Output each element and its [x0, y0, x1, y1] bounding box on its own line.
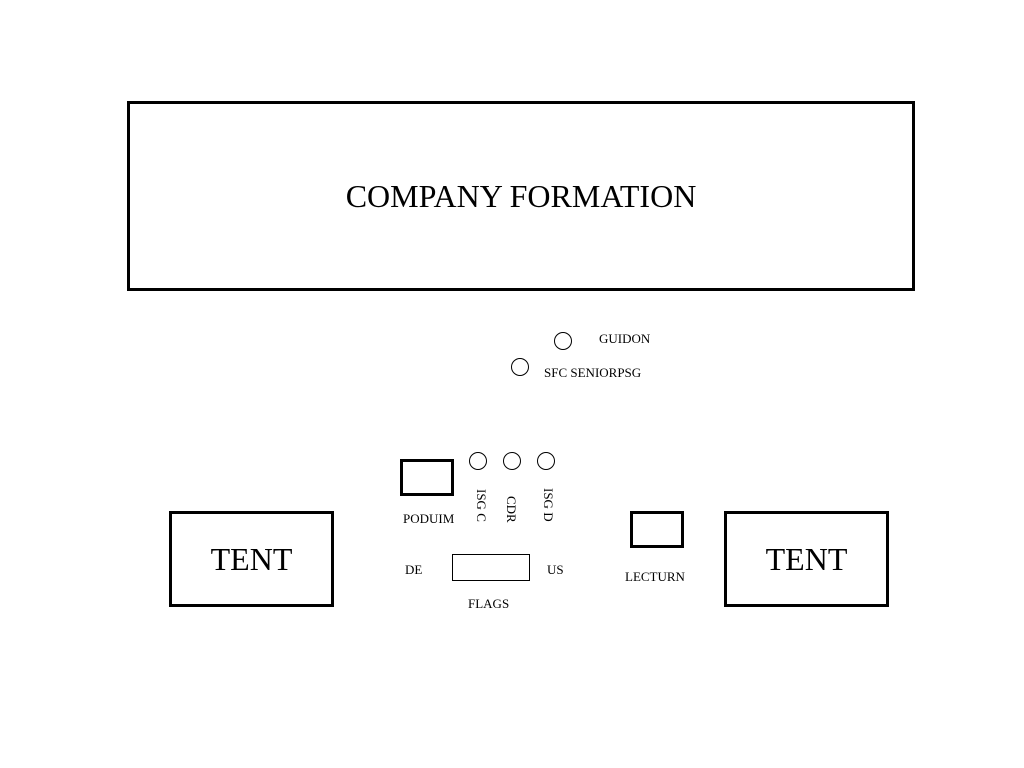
cdr-position — [503, 452, 521, 470]
guidon-label: GUIDON — [599, 331, 651, 346]
sfc-position — [511, 358, 529, 376]
company-formation-label: COMPANY FORMATION — [345, 178, 697, 214]
lecturn-box — [630, 511, 684, 548]
company-formation-box: COMPANY FORMATION — [127, 101, 915, 291]
cdr-label: CDR — [504, 496, 519, 523]
guidon-position — [554, 332, 572, 350]
isg-d-position — [537, 452, 555, 470]
lecturn-label: LECTURN — [625, 569, 685, 584]
podium-box — [400, 459, 454, 496]
tent-right-label: TENT — [765, 541, 848, 577]
tent-left-box: TENT — [169, 511, 334, 607]
flag-de-label: DE — [405, 562, 423, 577]
podium-label: PODUIM — [403, 511, 455, 526]
flags-box — [452, 554, 530, 581]
tent-right-box: TENT — [724, 511, 889, 607]
sfc-label: SFC SENIORPSG — [544, 365, 642, 380]
flag-us-label: US — [547, 562, 564, 577]
isg-c-position — [469, 452, 487, 470]
isg-c-label: ISG C — [474, 489, 489, 522]
isg-d-label: ISG D — [541, 488, 556, 522]
flags-label: FLAGS — [468, 596, 510, 611]
tent-left-label: TENT — [210, 541, 293, 577]
